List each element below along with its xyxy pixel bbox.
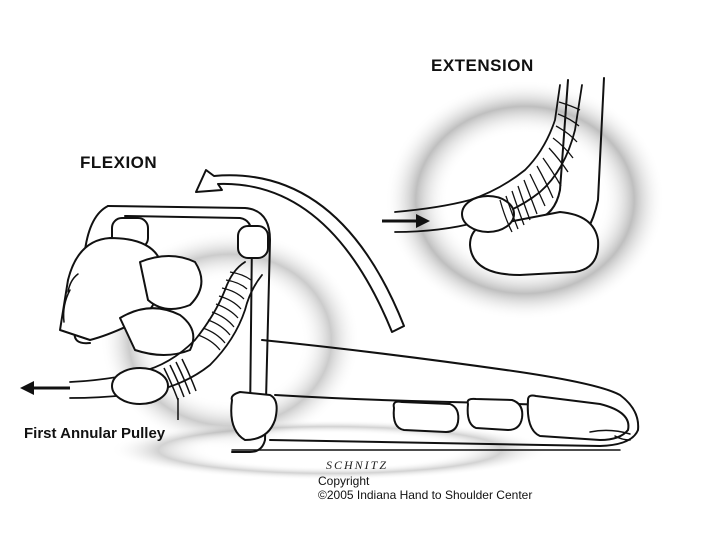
flexion-curved-arrow: [195, 169, 405, 333]
copyright-word: Copyright: [318, 474, 370, 488]
flexion-label: FLEXION: [80, 153, 158, 172]
artist-signature: SCHNITZ: [326, 458, 389, 472]
hand-drawing: [230, 339, 640, 451]
copyright-line: ©2005 Indiana Hand to Shoulder Center: [318, 488, 533, 502]
first-annular-pulley-band: [163, 358, 197, 420]
extension-label: EXTENSION: [431, 56, 534, 75]
flexed-finger-drawing: [59, 205, 271, 453]
extension-arrow: [382, 214, 430, 228]
extension-halo: [385, 80, 665, 320]
flexion-arrow: [20, 381, 70, 395]
flexion-tendon-rings: [197, 271, 252, 351]
first-annular-pulley-label: First Annular Pulley: [24, 425, 166, 442]
extension-pulley-rings: [499, 101, 581, 233]
